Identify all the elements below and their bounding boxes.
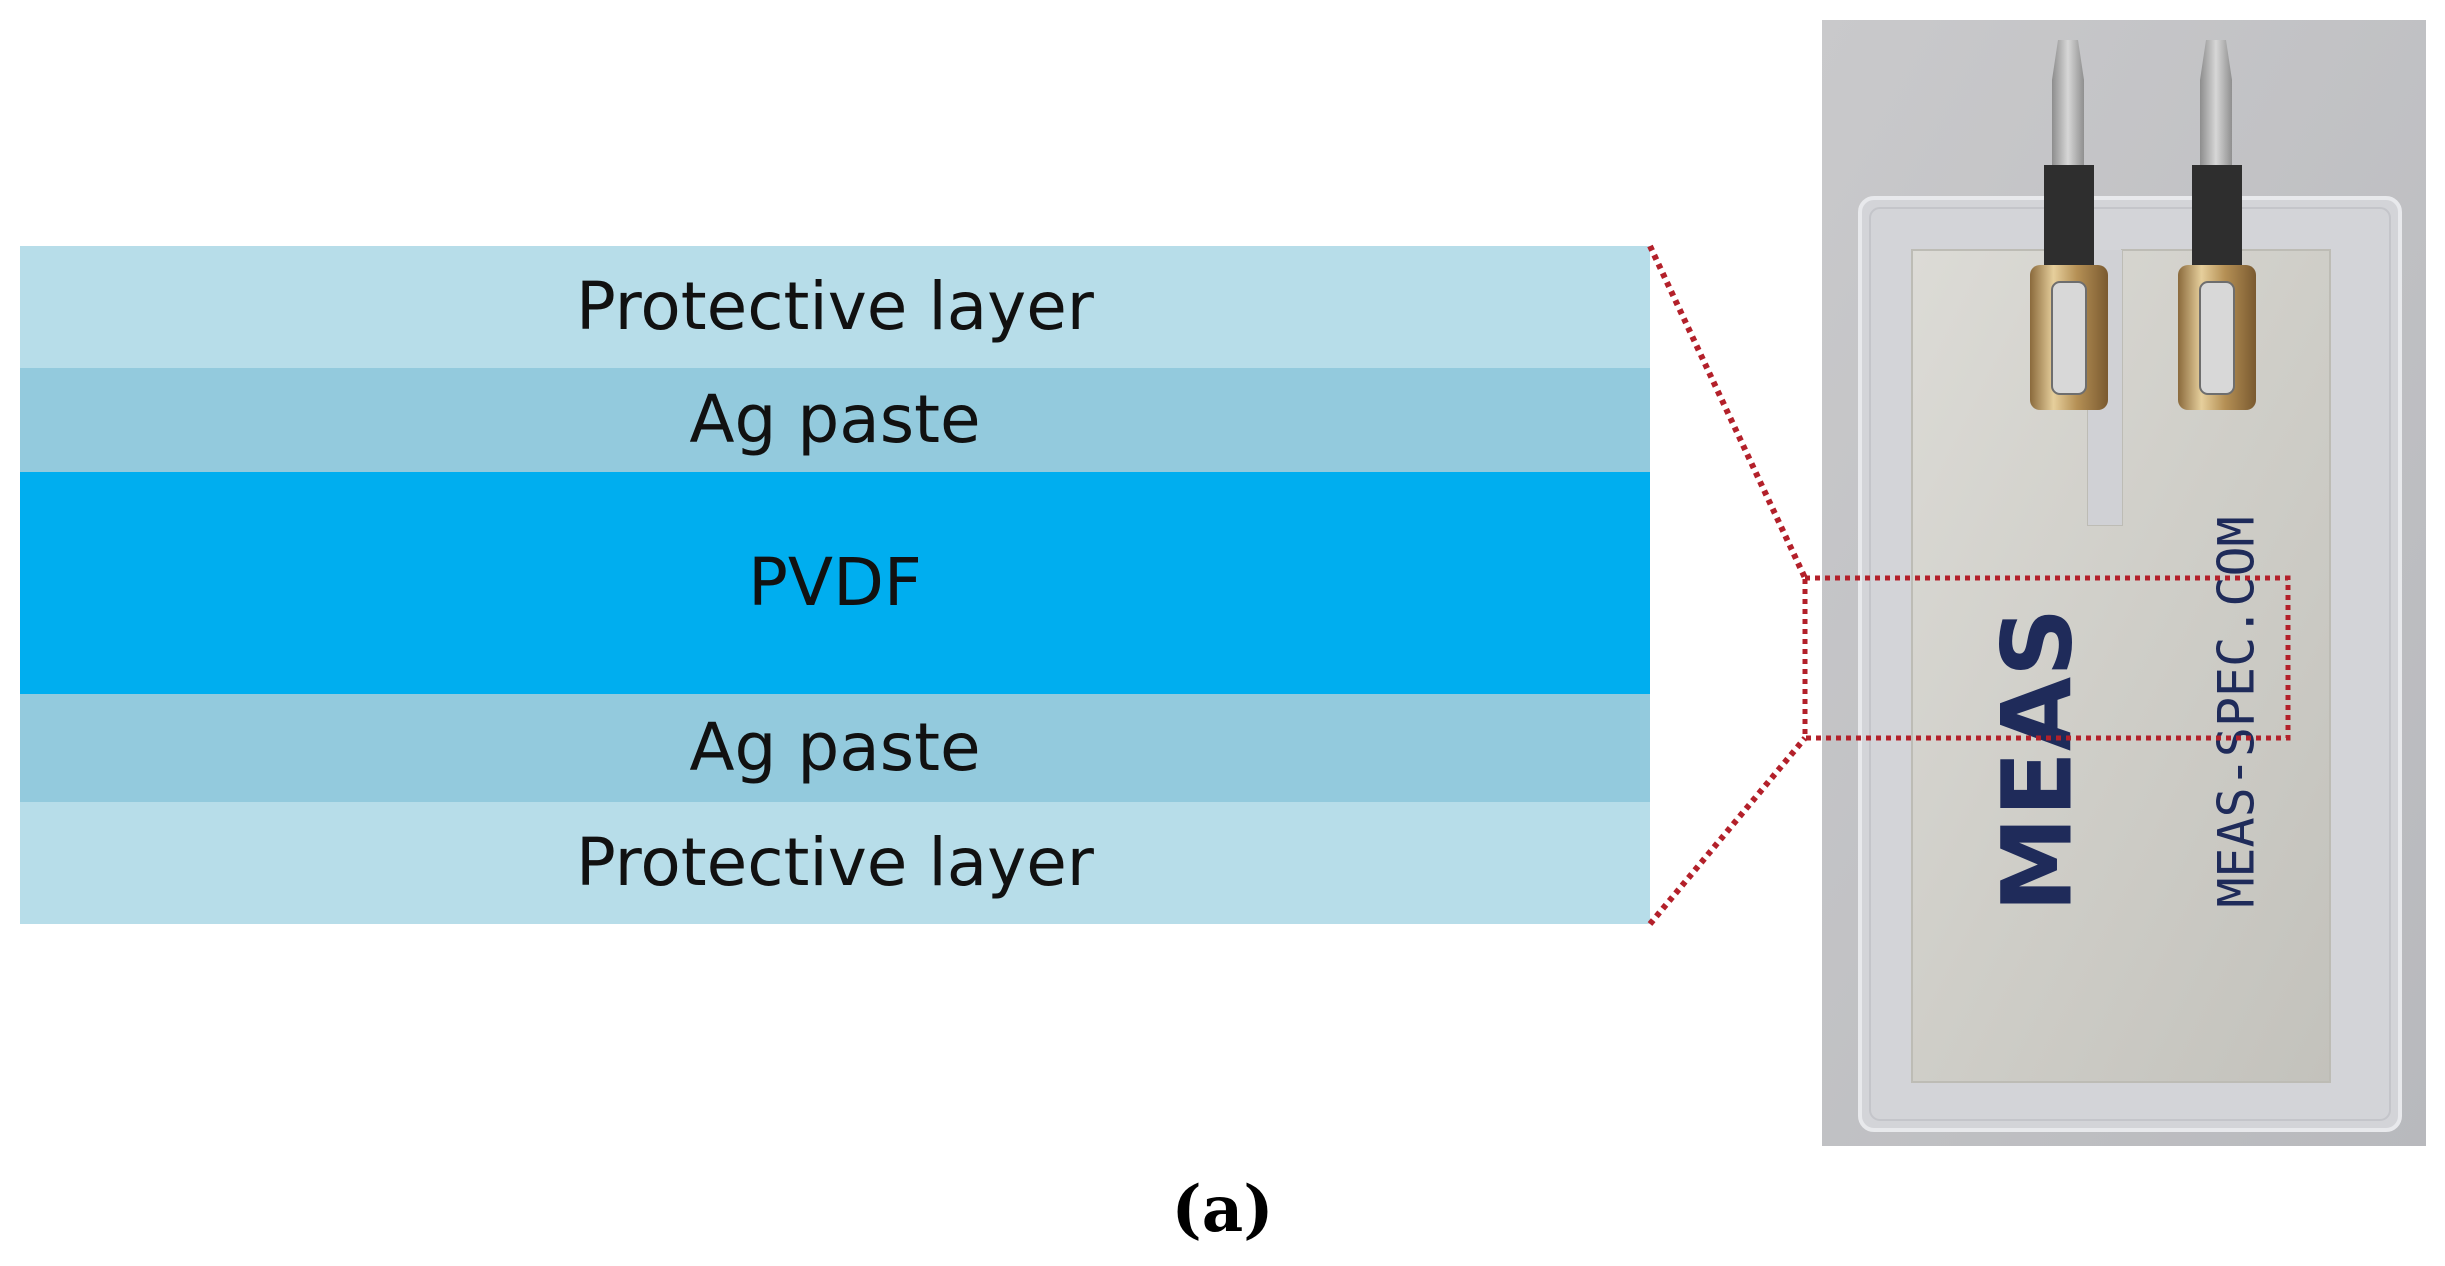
svg-text:MEAS-SPEC.COM: MEAS-SPEC.COM: [2208, 516, 2266, 907]
layer-protective-bottom-label: Protective layer: [576, 824, 1094, 901]
pin-left: [2052, 40, 2084, 182]
layer-pvdf-label: PVDF: [748, 544, 922, 621]
layer-stack-diagram: Protective layer Ag paste PVDF Ag paste …: [20, 246, 1650, 924]
connector-line-bottom: [1647, 736, 1808, 926]
layer-ag-paste-top: Ag paste: [20, 368, 1650, 472]
brand-text: MEAS: [1981, 608, 2093, 913]
layer-protective-top: Protective layer: [20, 246, 1650, 368]
layer-pvdf: PVDF: [20, 472, 1650, 694]
sub-caption: (a): [1171, 1172, 1274, 1247]
layer-ag-paste-bottom-label: Ag paste: [689, 709, 981, 786]
layer-protective-bottom: Protective layer: [20, 802, 1650, 924]
layer-protective-top-label: Protective layer: [576, 268, 1094, 345]
svg-text:MEAS: MEAS: [1981, 608, 2093, 913]
layer-ag-paste-bottom: Ag paste: [20, 694, 1650, 802]
layer-ag-paste-top-label: Ag paste: [689, 381, 981, 458]
url-text: MEAS-SPEC.COM: [2208, 516, 2266, 907]
sensor-photo: MEAS MEAS-SPEC.COM: [1822, 20, 2426, 1146]
connector-line-top: [1647, 244, 1808, 580]
pin-right: [2200, 40, 2232, 182]
